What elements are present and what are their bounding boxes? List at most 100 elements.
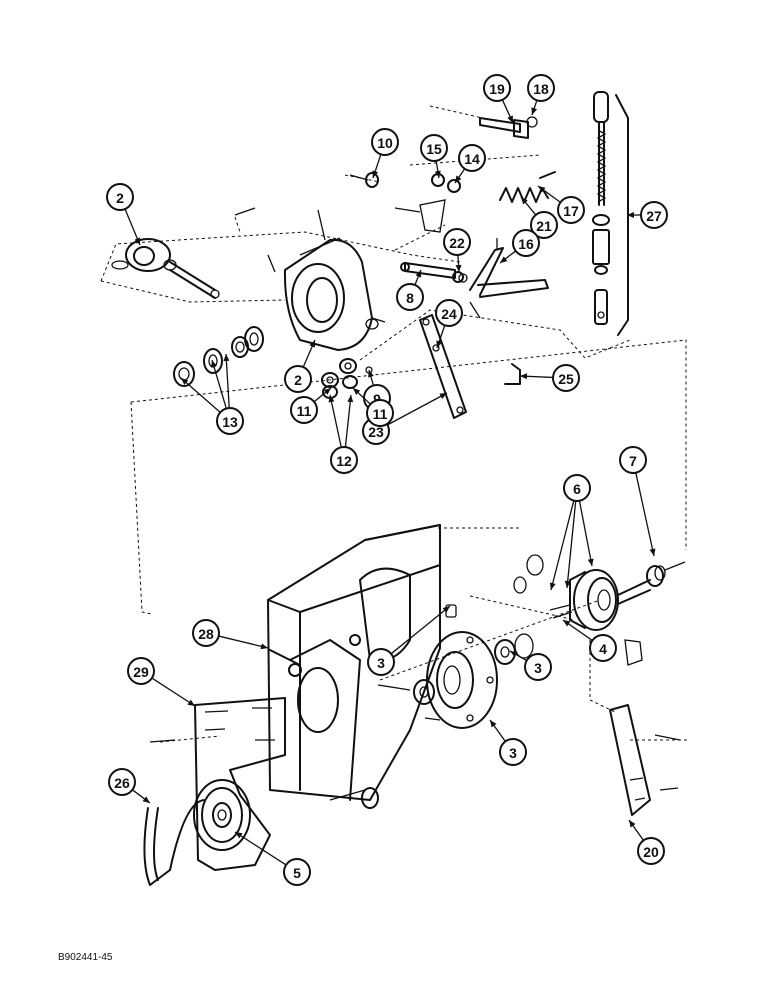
callout-arrowhead bbox=[649, 548, 656, 556]
callout-number: 16 bbox=[518, 236, 534, 252]
callout-circle bbox=[552, 364, 580, 392]
callout-number: 2 bbox=[116, 190, 124, 206]
callout-c24: 24 bbox=[435, 299, 463, 349]
callout-arrowhead bbox=[415, 270, 422, 278]
callout-arrowhead bbox=[235, 832, 243, 839]
callout-circle bbox=[371, 128, 399, 156]
callout-arrowhead bbox=[353, 388, 361, 395]
callout-arrowhead bbox=[455, 175, 462, 183]
callout-number: 15 bbox=[426, 141, 442, 157]
callout-number: 25 bbox=[558, 371, 574, 387]
callout-number: 3 bbox=[509, 745, 517, 761]
washers-part-13 bbox=[173, 326, 264, 387]
callout-c20: 20 bbox=[628, 819, 665, 865]
callout-c10: 10 bbox=[371, 128, 399, 179]
callout-leader-line bbox=[390, 605, 451, 655]
bolt-part-19 bbox=[479, 116, 538, 139]
callout-circle bbox=[284, 365, 312, 393]
callout-number: 19 bbox=[489, 81, 505, 97]
callout-circle bbox=[106, 183, 134, 211]
figure-reference-code: B902441-45 bbox=[58, 952, 113, 963]
v-belt-part-26 bbox=[143, 799, 206, 886]
callout-number: 29 bbox=[133, 664, 149, 680]
link-bar-part-23 bbox=[419, 314, 467, 419]
callout-number: 5 bbox=[293, 865, 301, 881]
callout-arrowhead bbox=[439, 393, 447, 399]
callout-circle bbox=[396, 283, 424, 311]
callout-circle bbox=[530, 211, 558, 239]
callout-c3c: 3 bbox=[489, 719, 527, 766]
callout-arrowhead bbox=[347, 395, 354, 403]
callout-leader-line bbox=[635, 472, 655, 557]
callout-circle bbox=[192, 619, 220, 647]
callout-number: 7 bbox=[629, 453, 637, 469]
callout-circle bbox=[524, 653, 552, 681]
callout-number: 23 bbox=[368, 424, 384, 440]
callout-number: 9 bbox=[373, 391, 381, 407]
callout-number: 13 bbox=[222, 414, 238, 430]
callout-c17: 17 bbox=[537, 185, 585, 224]
mounting-bracket-part-20 bbox=[609, 704, 681, 816]
callout-leader-line bbox=[566, 500, 577, 589]
callout-leader-line bbox=[234, 831, 287, 866]
callout-arrowhead bbox=[531, 107, 538, 115]
control-linkage-parts-8-16 bbox=[400, 238, 549, 319]
bearing-housing-part-2 bbox=[267, 209, 386, 351]
callout-arrowhead bbox=[629, 820, 636, 828]
callout-arrowhead bbox=[587, 558, 594, 566]
callout-leader-line bbox=[578, 500, 593, 567]
callout-arrowhead bbox=[510, 651, 518, 658]
callout-c12: 12 bbox=[328, 394, 358, 474]
callout-arrowhead bbox=[442, 606, 450, 613]
callout-circle bbox=[563, 474, 591, 502]
callout-circle bbox=[435, 299, 463, 327]
callout-arrowhead bbox=[309, 340, 315, 348]
callout-number: 21 bbox=[536, 218, 552, 234]
callout-c3b: 3 bbox=[509, 650, 552, 681]
callout-arrowhead bbox=[455, 264, 462, 272]
callout-arrowhead bbox=[328, 395, 335, 403]
callout-leader-line bbox=[329, 394, 342, 448]
callout-circle bbox=[366, 399, 394, 427]
callout-c7: 7 bbox=[619, 446, 656, 557]
callout-circle bbox=[483, 74, 511, 102]
callout-arrowhead bbox=[368, 370, 374, 378]
callout-circle bbox=[290, 396, 318, 424]
callout-arrowhead bbox=[187, 699, 195, 706]
callout-number: 2 bbox=[294, 372, 302, 388]
callout-circle bbox=[499, 738, 527, 766]
callout-arrowhead bbox=[500, 256, 508, 263]
callout-circle bbox=[420, 134, 448, 162]
callout-arrowhead bbox=[323, 388, 331, 395]
callout-c11b: 11 bbox=[352, 387, 394, 427]
callout-number: 20 bbox=[643, 844, 659, 860]
callout-circle bbox=[589, 634, 617, 662]
callout-c11a: 11 bbox=[290, 387, 332, 424]
callout-arrowhead bbox=[563, 620, 571, 627]
callout-number: 14 bbox=[464, 151, 480, 167]
callout-arrowhead bbox=[490, 720, 497, 728]
callout-number: 28 bbox=[198, 626, 214, 642]
callout-number: 18 bbox=[533, 81, 549, 97]
callout-c8: 8 bbox=[396, 269, 424, 311]
callout-arrowhead bbox=[549, 582, 556, 590]
clutch-assembly-part-6 bbox=[513, 554, 686, 666]
callout-arrowhead bbox=[260, 643, 268, 650]
callout-number: 27 bbox=[646, 208, 662, 224]
callout-c16: 16 bbox=[499, 229, 540, 264]
callout-c13: 13 bbox=[180, 353, 244, 435]
callout-arrowhead bbox=[211, 360, 217, 368]
callout-c2a: 2 bbox=[106, 183, 141, 246]
callout-circle bbox=[512, 229, 540, 257]
hub-flange-part-3 bbox=[377, 604, 534, 729]
callout-number: 3 bbox=[534, 660, 542, 676]
callout-number: 6 bbox=[573, 481, 581, 497]
callout-c26: 26 bbox=[108, 768, 151, 804]
callout-number: 10 bbox=[377, 135, 393, 151]
upper-assembly bbox=[111, 91, 629, 419]
callout-circle bbox=[283, 858, 311, 886]
bearing-flange-part-2-upper bbox=[111, 207, 256, 299]
callout-arrowhead bbox=[521, 197, 528, 205]
callout-leader-line bbox=[344, 394, 352, 448]
